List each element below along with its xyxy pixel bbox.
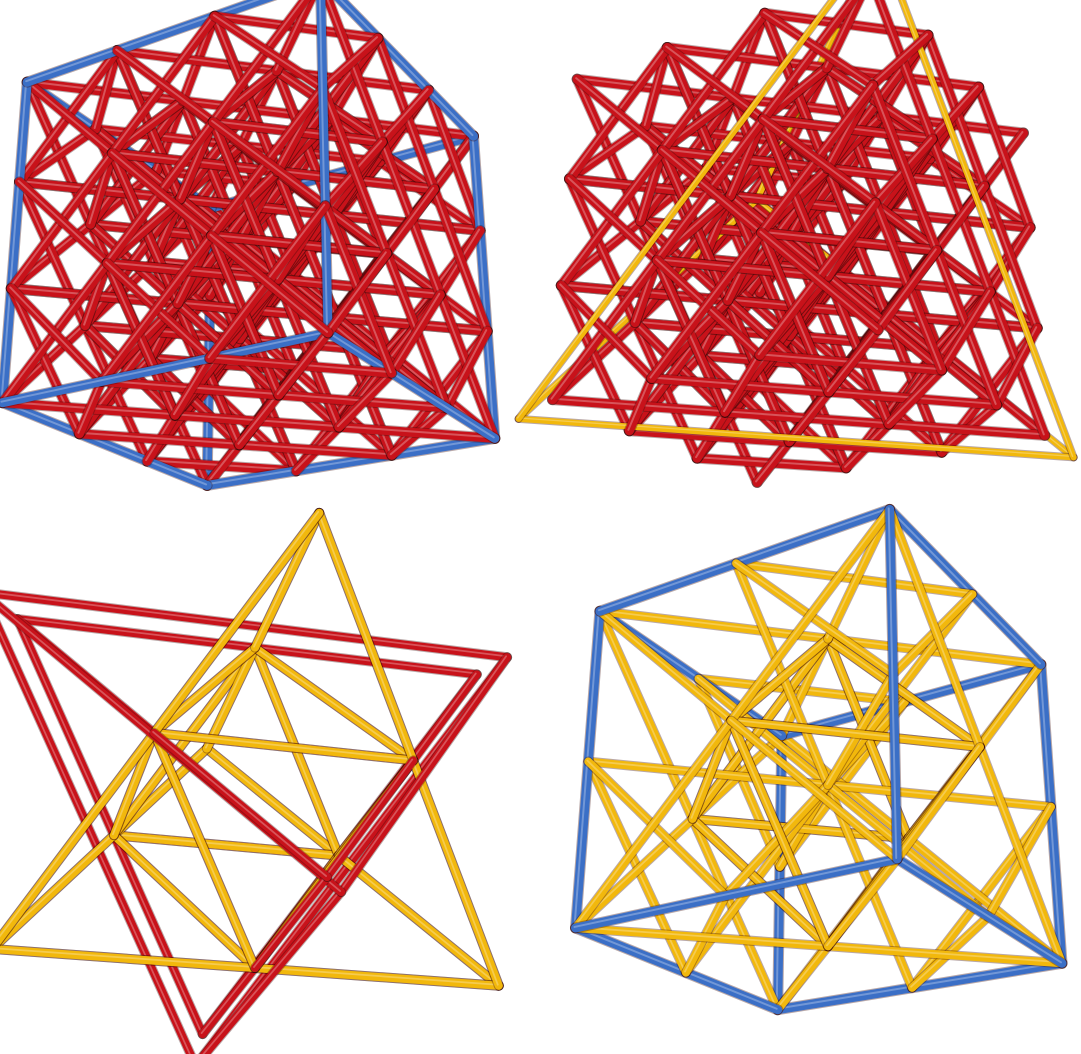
red-lattice-with-yellow-edges-icon — [518, 0, 1074, 482]
panel-c — [0, 512, 507, 1054]
red-lattice-in-blue-cube-icon — [1, 0, 494, 485]
red-rod — [341, 657, 507, 892]
red-rod-highlight — [340, 656, 506, 891]
red-yellow-stella-octangula-icon — [0, 512, 507, 1054]
panel-a — [1, 0, 494, 485]
red-rod — [0, 592, 196, 1054]
blue-rod-highlight — [1, 81, 26, 402]
red-rod-highlight — [113, 834, 202, 1033]
yellow-rod-highlight — [0, 948, 254, 967]
yellow-rod-highlight — [113, 834, 254, 967]
blue-rod-highlight — [896, 858, 1061, 962]
panel-d — [574, 508, 1062, 1009]
yellow-lattice-in-blue-cube-icon — [574, 508, 1062, 1009]
yellow-rod — [154, 513, 319, 733]
red-rod-highlight — [0, 591, 195, 1054]
panel-b — [518, 0, 1074, 482]
blue-rod — [2, 82, 27, 403]
red-rod-shadow — [0, 592, 196, 1054]
